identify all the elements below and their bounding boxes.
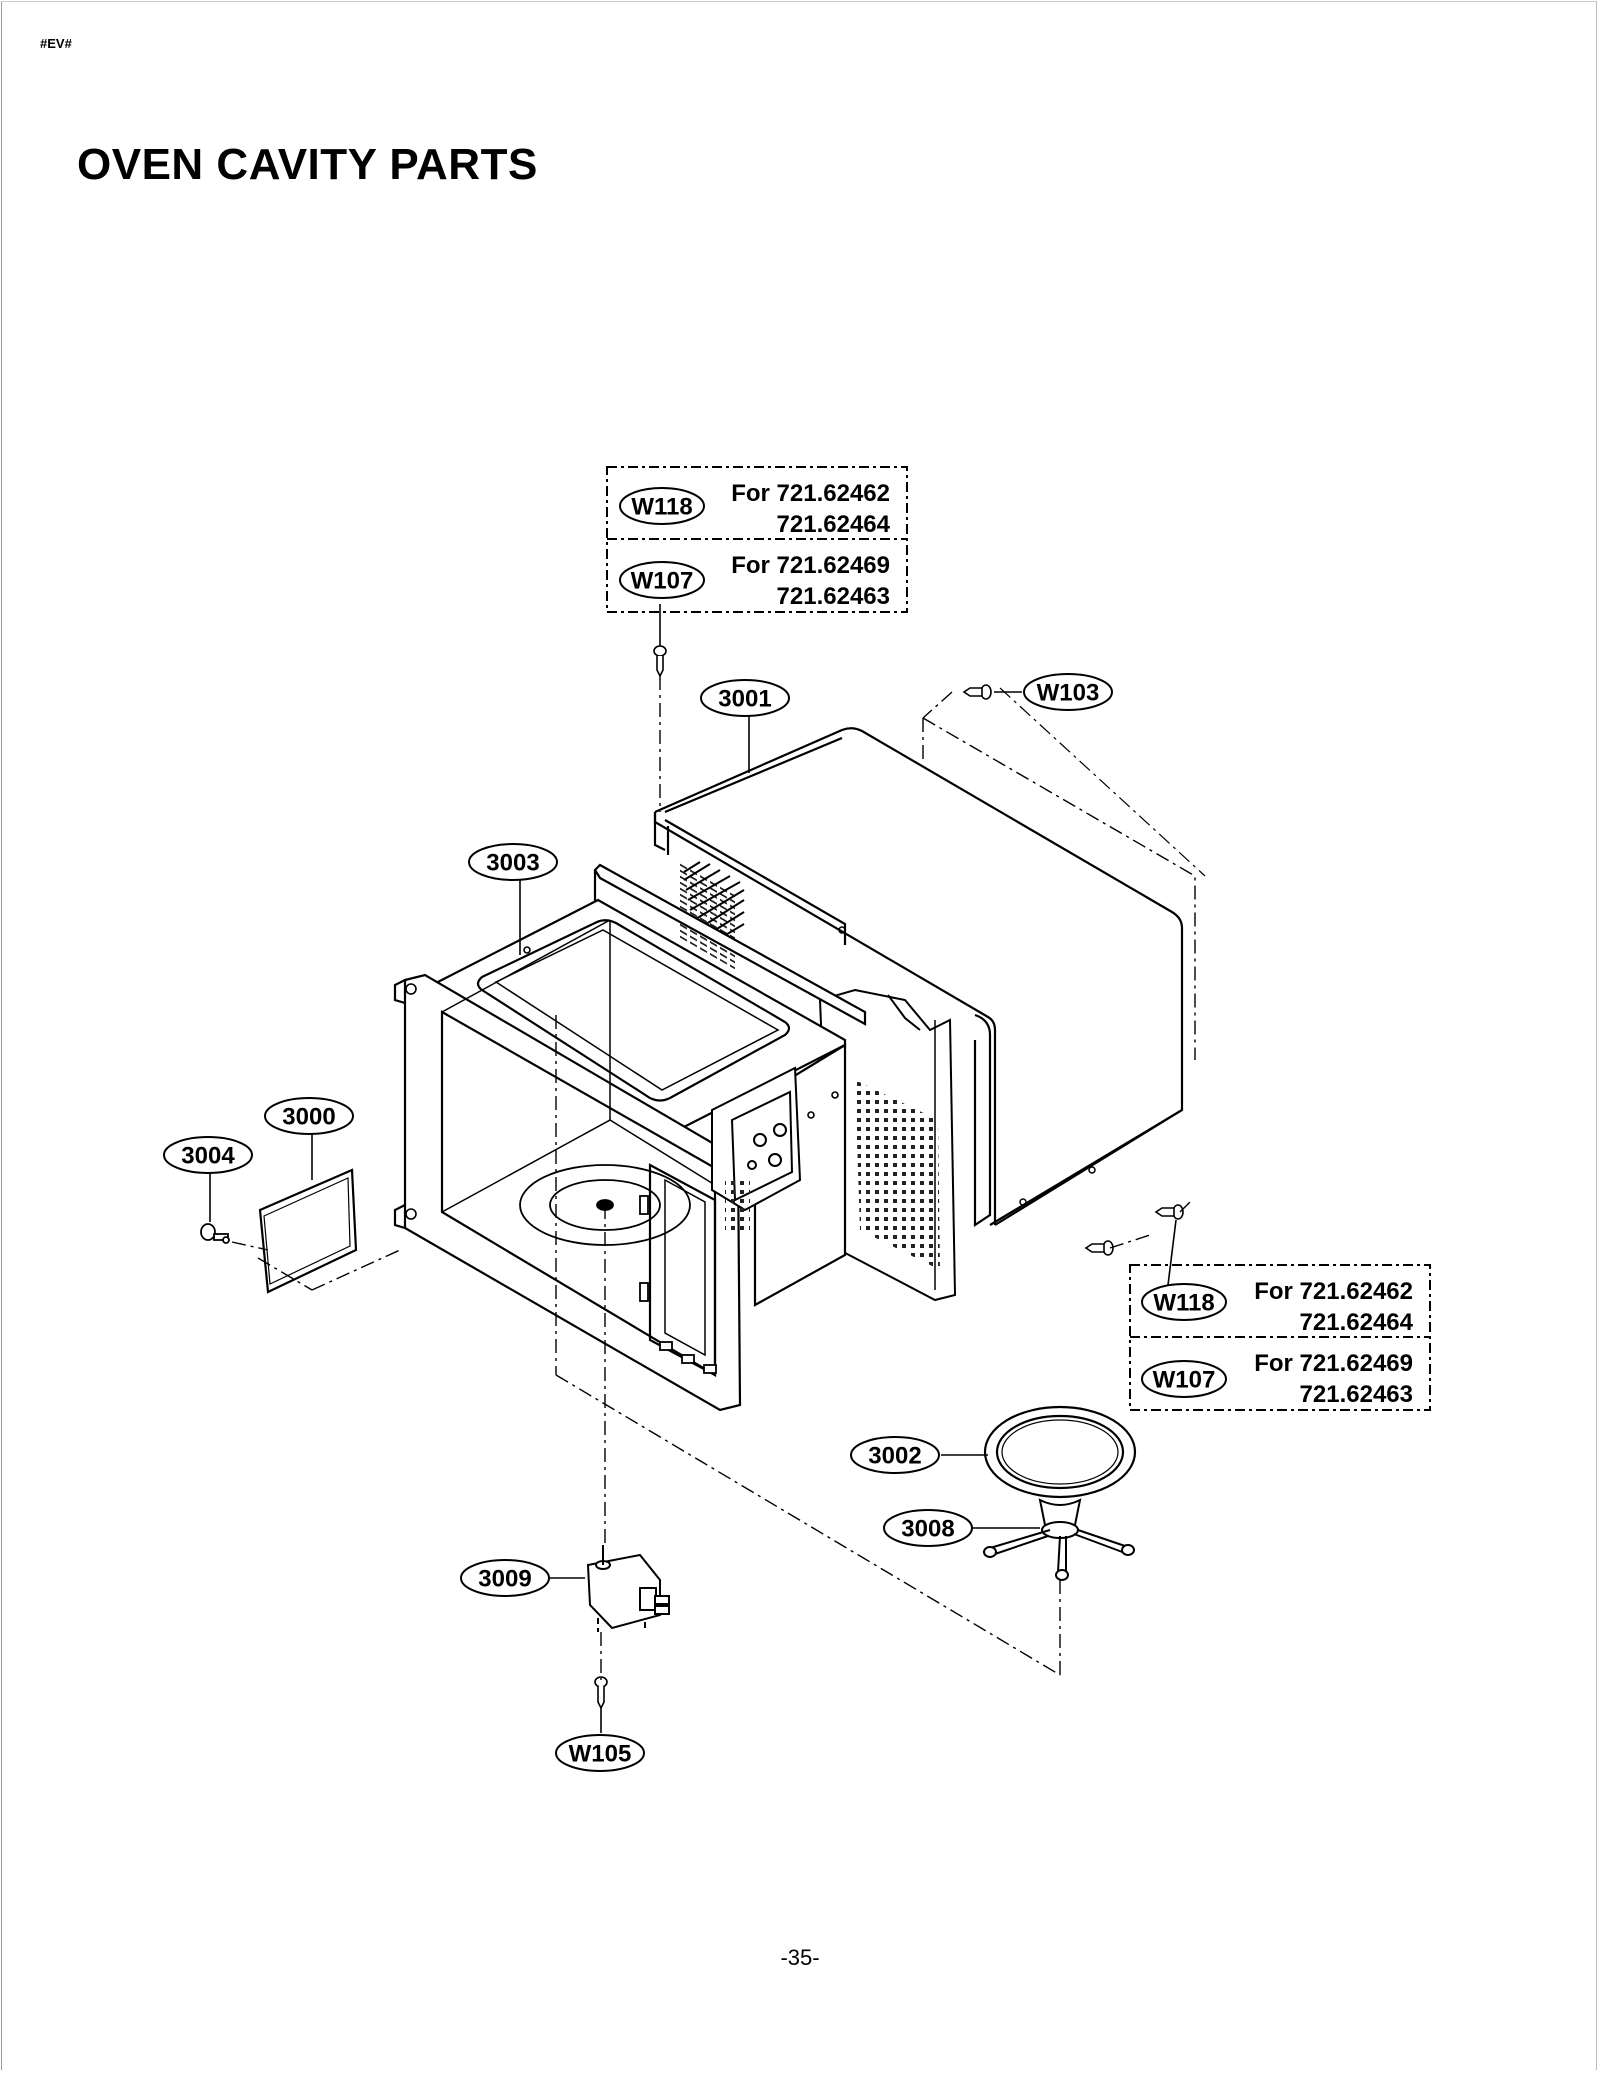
page-title: OVEN CAVITY PARTS — [77, 140, 538, 189]
outer-cabinet — [653, 687, 1206, 1228]
waveguide-cover — [258, 1168, 358, 1294]
note-right-w107-line1: For 721.62469 — [1254, 1350, 1413, 1377]
note-right-w118-line2: 721.62464 — [1300, 1309, 1414, 1336]
roller-guide — [983, 1498, 1135, 1581]
screw-w105 — [594, 1676, 608, 1710]
callout-3002-bubble — [850, 1436, 940, 1474]
screw-w118-right — [1154, 1204, 1184, 1220]
callout-w107-top: W107 — [631, 568, 694, 595]
note-top-w107-line2: 721.62463 — [777, 583, 890, 610]
callout-3002: 3002 — [868, 1443, 921, 1470]
callout-w107-right: W107 — [1153, 1367, 1216, 1394]
callout-3003-bubble — [468, 843, 558, 881]
waveguide-bracket — [711, 1066, 802, 1230]
note-right-w118-line1: For 721.62462 — [1254, 1278, 1413, 1305]
note-top-w118-line2: 721.62464 — [777, 511, 891, 538]
frame-slots — [639, 1195, 717, 1374]
callout-w105: W105 — [569, 1741, 632, 1768]
callout-w103-bubble — [1023, 673, 1113, 711]
callout-w118-right: W118 — [1153, 1290, 1214, 1317]
callout-3003: 3003 — [486, 850, 539, 877]
cabinet-vent-slots — [683, 861, 745, 937]
screw-w107-right — [1084, 1240, 1114, 1256]
callout-w103: W103 — [1037, 680, 1100, 707]
callout-3000: 3000 — [282, 1104, 335, 1131]
callout-3004: 3004 — [181, 1143, 235, 1170]
oven-cavity — [393, 863, 867, 1412]
callout-3009-bubble — [460, 1559, 550, 1597]
cover-screw — [200, 1223, 230, 1244]
cavity-back-plate — [818, 988, 957, 1302]
note-right-w107-line2: 721.62463 — [1300, 1381, 1413, 1408]
note-top-w107-line1: For 721.62469 — [731, 552, 890, 579]
turntable-motor — [586, 1545, 670, 1632]
note-top-w118-line1: For 721.62462 — [731, 480, 890, 507]
page-number: -35- — [780, 1945, 820, 1970]
callout-w118-right-bubble — [1141, 1283, 1227, 1321]
callout-3001-bubble — [700, 679, 790, 717]
callout-3000-bubble — [264, 1097, 354, 1135]
callout-w118-top-bubble — [619, 487, 705, 525]
screw-w107-top — [653, 645, 667, 678]
callout-3001: 3001 — [718, 686, 771, 713]
document-code: #EV# — [40, 36, 72, 51]
leader-lines — [209, 604, 1177, 1733]
callout-w107-top-bubble — [619, 561, 705, 599]
callout-3008-bubble — [883, 1509, 973, 1547]
callout-3008: 3008 — [901, 1516, 954, 1543]
callout-w107-right-bubble — [1141, 1360, 1227, 1398]
callout-3004-bubble — [163, 1136, 253, 1174]
callout-w118-top: W118 — [631, 494, 692, 521]
assembly-lines — [231, 676, 1193, 1680]
callout-3009: 3009 — [478, 1566, 531, 1593]
note-box-top — [606, 466, 908, 613]
callout-w105-bubble — [555, 1734, 645, 1772]
note-box-right — [1129, 1264, 1431, 1411]
frame-holes — [405, 946, 839, 1220]
screw-w103 — [962, 684, 992, 700]
turntable-glass — [983, 1405, 1137, 1499]
